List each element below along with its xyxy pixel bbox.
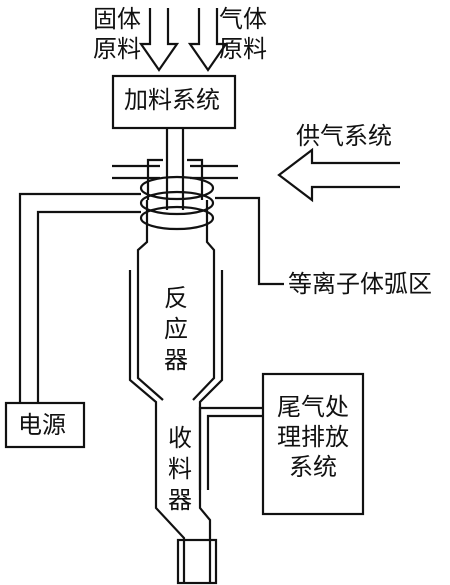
exhaust-pipe-inner <box>206 414 263 490</box>
collector-char-3: 器 <box>168 486 192 515</box>
solid-feed-label: 固体 原料 <box>90 4 144 64</box>
reactor-inner-wall-right <box>192 272 216 401</box>
solid-feed-arrow <box>138 8 180 72</box>
nozzle-inner-left <box>146 158 163 200</box>
reactor-char-2: 应 <box>164 315 188 344</box>
torch-wall-right <box>205 200 216 272</box>
exhaust-line-2: 理排放 <box>277 423 349 451</box>
plasma-arc-leader <box>215 196 284 286</box>
reactor-inner-wall-left <box>136 272 164 401</box>
solid-feed-line-2: 原料 <box>93 35 141 63</box>
power-wire-outer <box>18 192 141 403</box>
power-supply-box <box>4 401 86 449</box>
collector-outlet <box>176 538 218 585</box>
collector-char-2: 料 <box>168 455 192 484</box>
reactor-char-3: 器 <box>164 346 188 375</box>
exhaust-pipe-outer <box>198 406 263 490</box>
gas-feed-line-1: 气体 <box>219 5 267 33</box>
torch-wall-left <box>136 200 149 272</box>
gas-supply-label: 供气系统 <box>296 122 392 150</box>
gas-feed-arrow <box>187 8 229 72</box>
gas-feed-line-2: 原料 <box>219 35 267 63</box>
exhaust-treatment-box <box>261 372 365 516</box>
power-wire-inner <box>36 210 141 403</box>
solid-feed-line-1: 固体 <box>93 5 141 33</box>
feeding-system-box <box>111 74 237 130</box>
reactor-label: 反 应 器 <box>162 283 190 377</box>
collector-label: 收 料 器 <box>166 423 194 517</box>
reactor-char-1: 反 <box>164 284 188 312</box>
collector-char-1: 收 <box>168 424 192 452</box>
reactor-outer-wall <box>128 270 186 583</box>
feeding-system-label: 加料系统 <box>124 86 220 114</box>
plasma-arc-zone-label: 等离子体弧区 <box>288 270 432 298</box>
nozzle-inner-right <box>187 158 204 200</box>
gas-feed-label: 气体 原料 <box>216 4 270 64</box>
exhaust-line-3: 系统 <box>289 453 337 481</box>
exhaust-treatment-label: 尾气处 理排放 系统 <box>274 392 352 482</box>
induction-coil <box>139 175 215 231</box>
exhaust-line-1: 尾气处 <box>277 393 349 421</box>
gas-supply-arrow <box>277 147 400 203</box>
power-supply-label: 电源 <box>18 411 66 439</box>
reactor-outer-wall-right <box>198 270 224 583</box>
